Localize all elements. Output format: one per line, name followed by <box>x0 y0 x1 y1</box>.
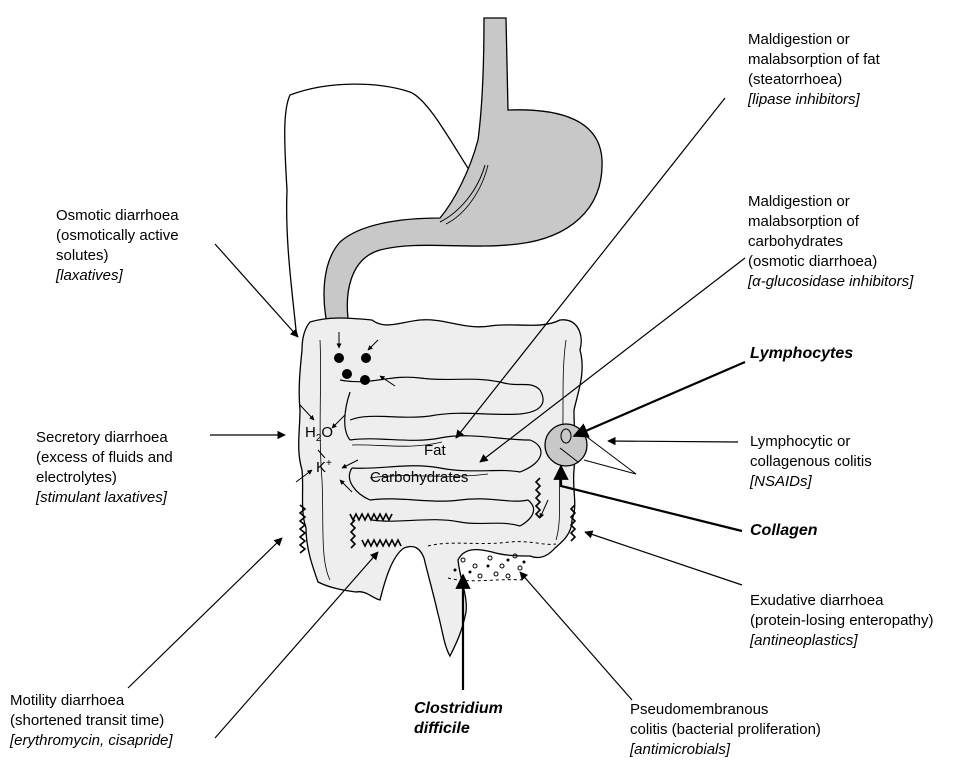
solute-dot <box>361 353 371 363</box>
fat-label: Fat <box>424 442 447 459</box>
stomach <box>324 18 602 336</box>
solute-dot <box>334 353 344 363</box>
label-motility: Motility diarrhoea (shortened transit ti… <box>10 691 173 751</box>
colon-magnified-circle <box>545 424 587 466</box>
arrow-osmotic <box>215 244 298 337</box>
arrow-pseudomembranous <box>520 572 632 700</box>
arrow-lymphocytes <box>574 362 745 436</box>
pseudomembrane-spots <box>461 554 522 578</box>
label-exudative: Exudative diarrhoea (protein-losing ente… <box>750 591 933 651</box>
label-collagen: Collagen <box>750 521 818 541</box>
solute-dot <box>342 369 352 379</box>
arrow-collagen <box>561 466 742 531</box>
label-osmotic: Osmotic diarrhoea (osmotically active so… <box>56 206 179 286</box>
label-secretory: Secretory diarrhoea (excess of fluids an… <box>36 428 173 508</box>
arrow-exudative <box>585 532 742 585</box>
carbohydrates-label: Carbohydrates <box>370 469 468 486</box>
label-lymphocytic-colitis: Lymphocytic or collagenous colitis [NSAI… <box>750 432 872 492</box>
label-pseudomembranous: Pseudomembranous colitis (bacterial prol… <box>630 700 821 760</box>
solute-dot <box>360 375 370 385</box>
label-lymphocytes: Lymphocytes <box>750 344 853 364</box>
arrow-motility-left <box>128 538 282 688</box>
label-clostridium-difficile: Clostridium difficile <box>414 699 503 739</box>
label-carb-malabsorption: Maldigestion or malabsorption of carbohy… <box>748 192 913 292</box>
label-fat-malabsorption: Maldigestion or malabsorption of fat (st… <box>748 30 880 110</box>
arrow-lymphocytic <box>608 441 738 442</box>
